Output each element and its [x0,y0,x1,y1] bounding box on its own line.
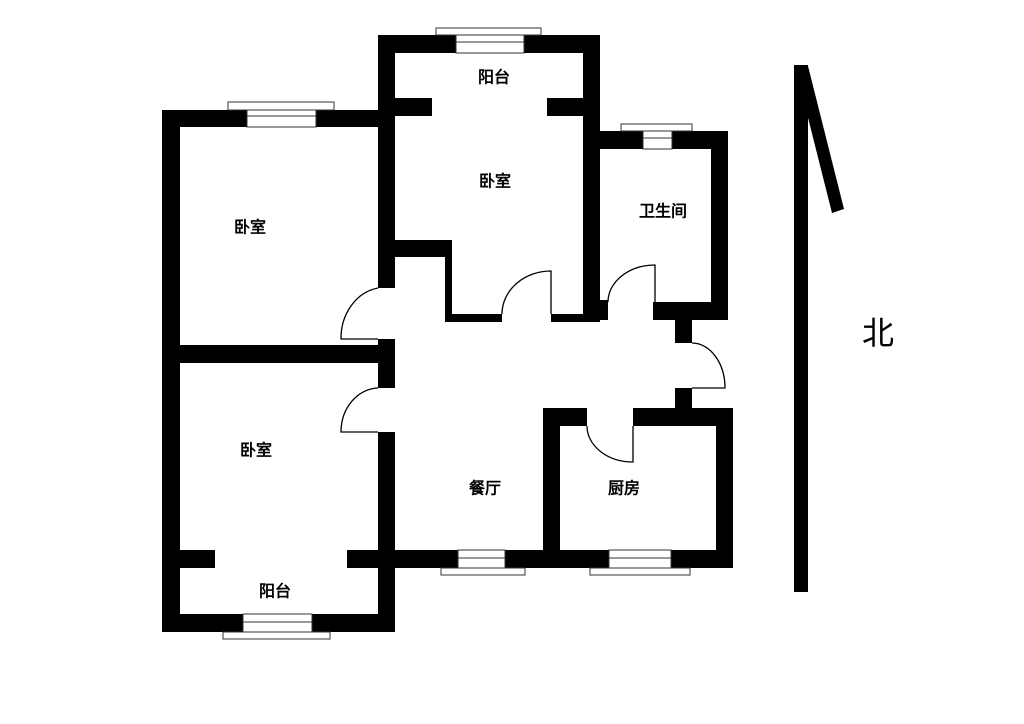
walls [162,35,733,632]
door-bedroom-west-south [340,387,379,433]
doors [340,264,726,463]
north-label: 北 [862,314,894,352]
label-bedroom-center: 卧室 [479,172,511,191]
label-kitchen: 厨房 [608,479,640,498]
door-entrance [691,342,726,389]
north-arrow-icon: 北 [794,65,894,592]
label-balcony-north: 阳台 [478,68,510,87]
door-bedroom-west-north [340,287,379,340]
door-kitchen [586,425,634,463]
label-dining: 餐厅 [468,479,501,498]
label-bathroom: 卫生间 [639,202,687,221]
door-bedroom-center [501,270,552,315]
label-balcony-south: 阳台 [259,582,291,601]
door-bathroom [607,264,656,303]
label-bedroom-west-south: 卧室 [240,441,272,460]
windows [222,27,693,640]
label-bedroom-west-north: 卧室 [234,218,266,237]
room-labels: 阳台 卧室 卧室 卫生间 卧室 餐厅 厨房 阳台 [234,68,687,601]
